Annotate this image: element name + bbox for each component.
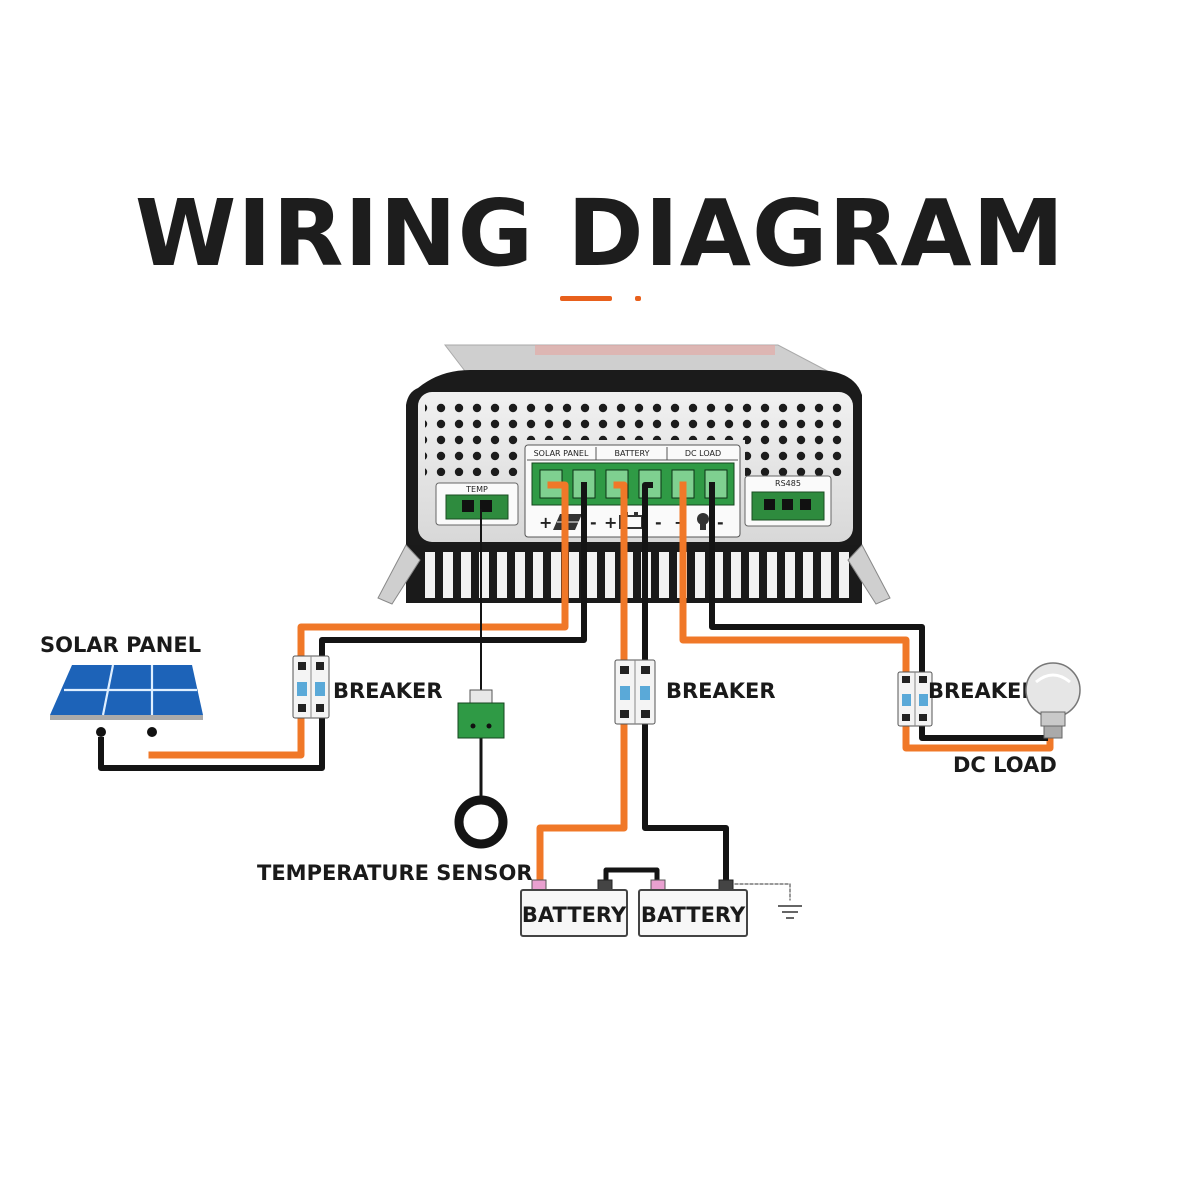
wire-load-negative-lower [919,721,1048,741]
terminal-block: SOLAR PANEL BATTERY DC LOAD + - + [524,444,741,538]
breaker-solar-label: BREAKER [333,679,443,703]
breaker-battery [614,659,656,725]
wire-battery-negative-lower [642,721,729,887]
wire-battery-negative [642,482,653,661]
wire-ground [734,883,791,901]
breaker-load [897,671,933,727]
battery-2: BATTERY [638,879,748,937]
temp-port: TEMP [435,482,519,526]
dc-load-label: DC LOAD [953,753,1057,777]
wire-solar-positive [297,481,569,662]
diagram-title: WIRING DIAGRAM [134,180,1066,287]
breaker-load-label: BREAKER [928,679,1038,703]
polarity-load-negative: - [717,513,724,532]
charge-controller: TEMP RS485 SOLAR PANEL BATTERY DC LOAD [377,344,891,605]
title-accent [560,296,641,301]
terminal-group-battery: BATTERY [615,449,650,458]
breaker-battery-label: BREAKER [666,679,776,703]
temperature-sensor-icon [454,689,508,849]
wire-load-positive-lower [902,720,1054,752]
battery-1-label: BATTERY [522,903,627,927]
terminal-group-solar: SOLAR PANEL [534,449,589,458]
solar-panel-icon [50,664,203,737]
polarity-battery-negative: - [655,513,662,532]
rs485-port: RS485 [744,475,832,527]
battery-1: BATTERY [520,879,628,937]
bulb-mini-icon [697,513,709,530]
ground-icon [778,905,802,919]
terminal-group-load: DC LOAD [685,449,721,458]
battery-2-label: BATTERY [641,903,746,927]
wire-solar-negative [319,482,587,661]
wire-load-negative [709,482,925,675]
wire-battery-positive-lower [536,720,628,888]
wire-battery-series [603,867,660,887]
breaker-solar [292,655,330,719]
polarity-solar-negative: - [590,513,597,532]
rs485-port-label: RS485 [775,479,801,488]
temp-port-label: TEMP [465,485,488,494]
solar-panel-label: SOLAR PANEL [40,633,201,657]
light-bulb-icon [1025,662,1081,739]
temperature-sensor-label: TEMPERATURE SENSOR [257,861,533,885]
polarity-solar-positive: + [539,513,552,532]
wires [98,481,1054,901]
wire-load-positive [679,481,910,676]
wire-battery-positive [613,481,628,662]
wire-solar-positive-lower [148,714,305,759]
polarity-battery-positive: + [604,513,617,532]
wire-solar-negative-lower [98,715,325,771]
